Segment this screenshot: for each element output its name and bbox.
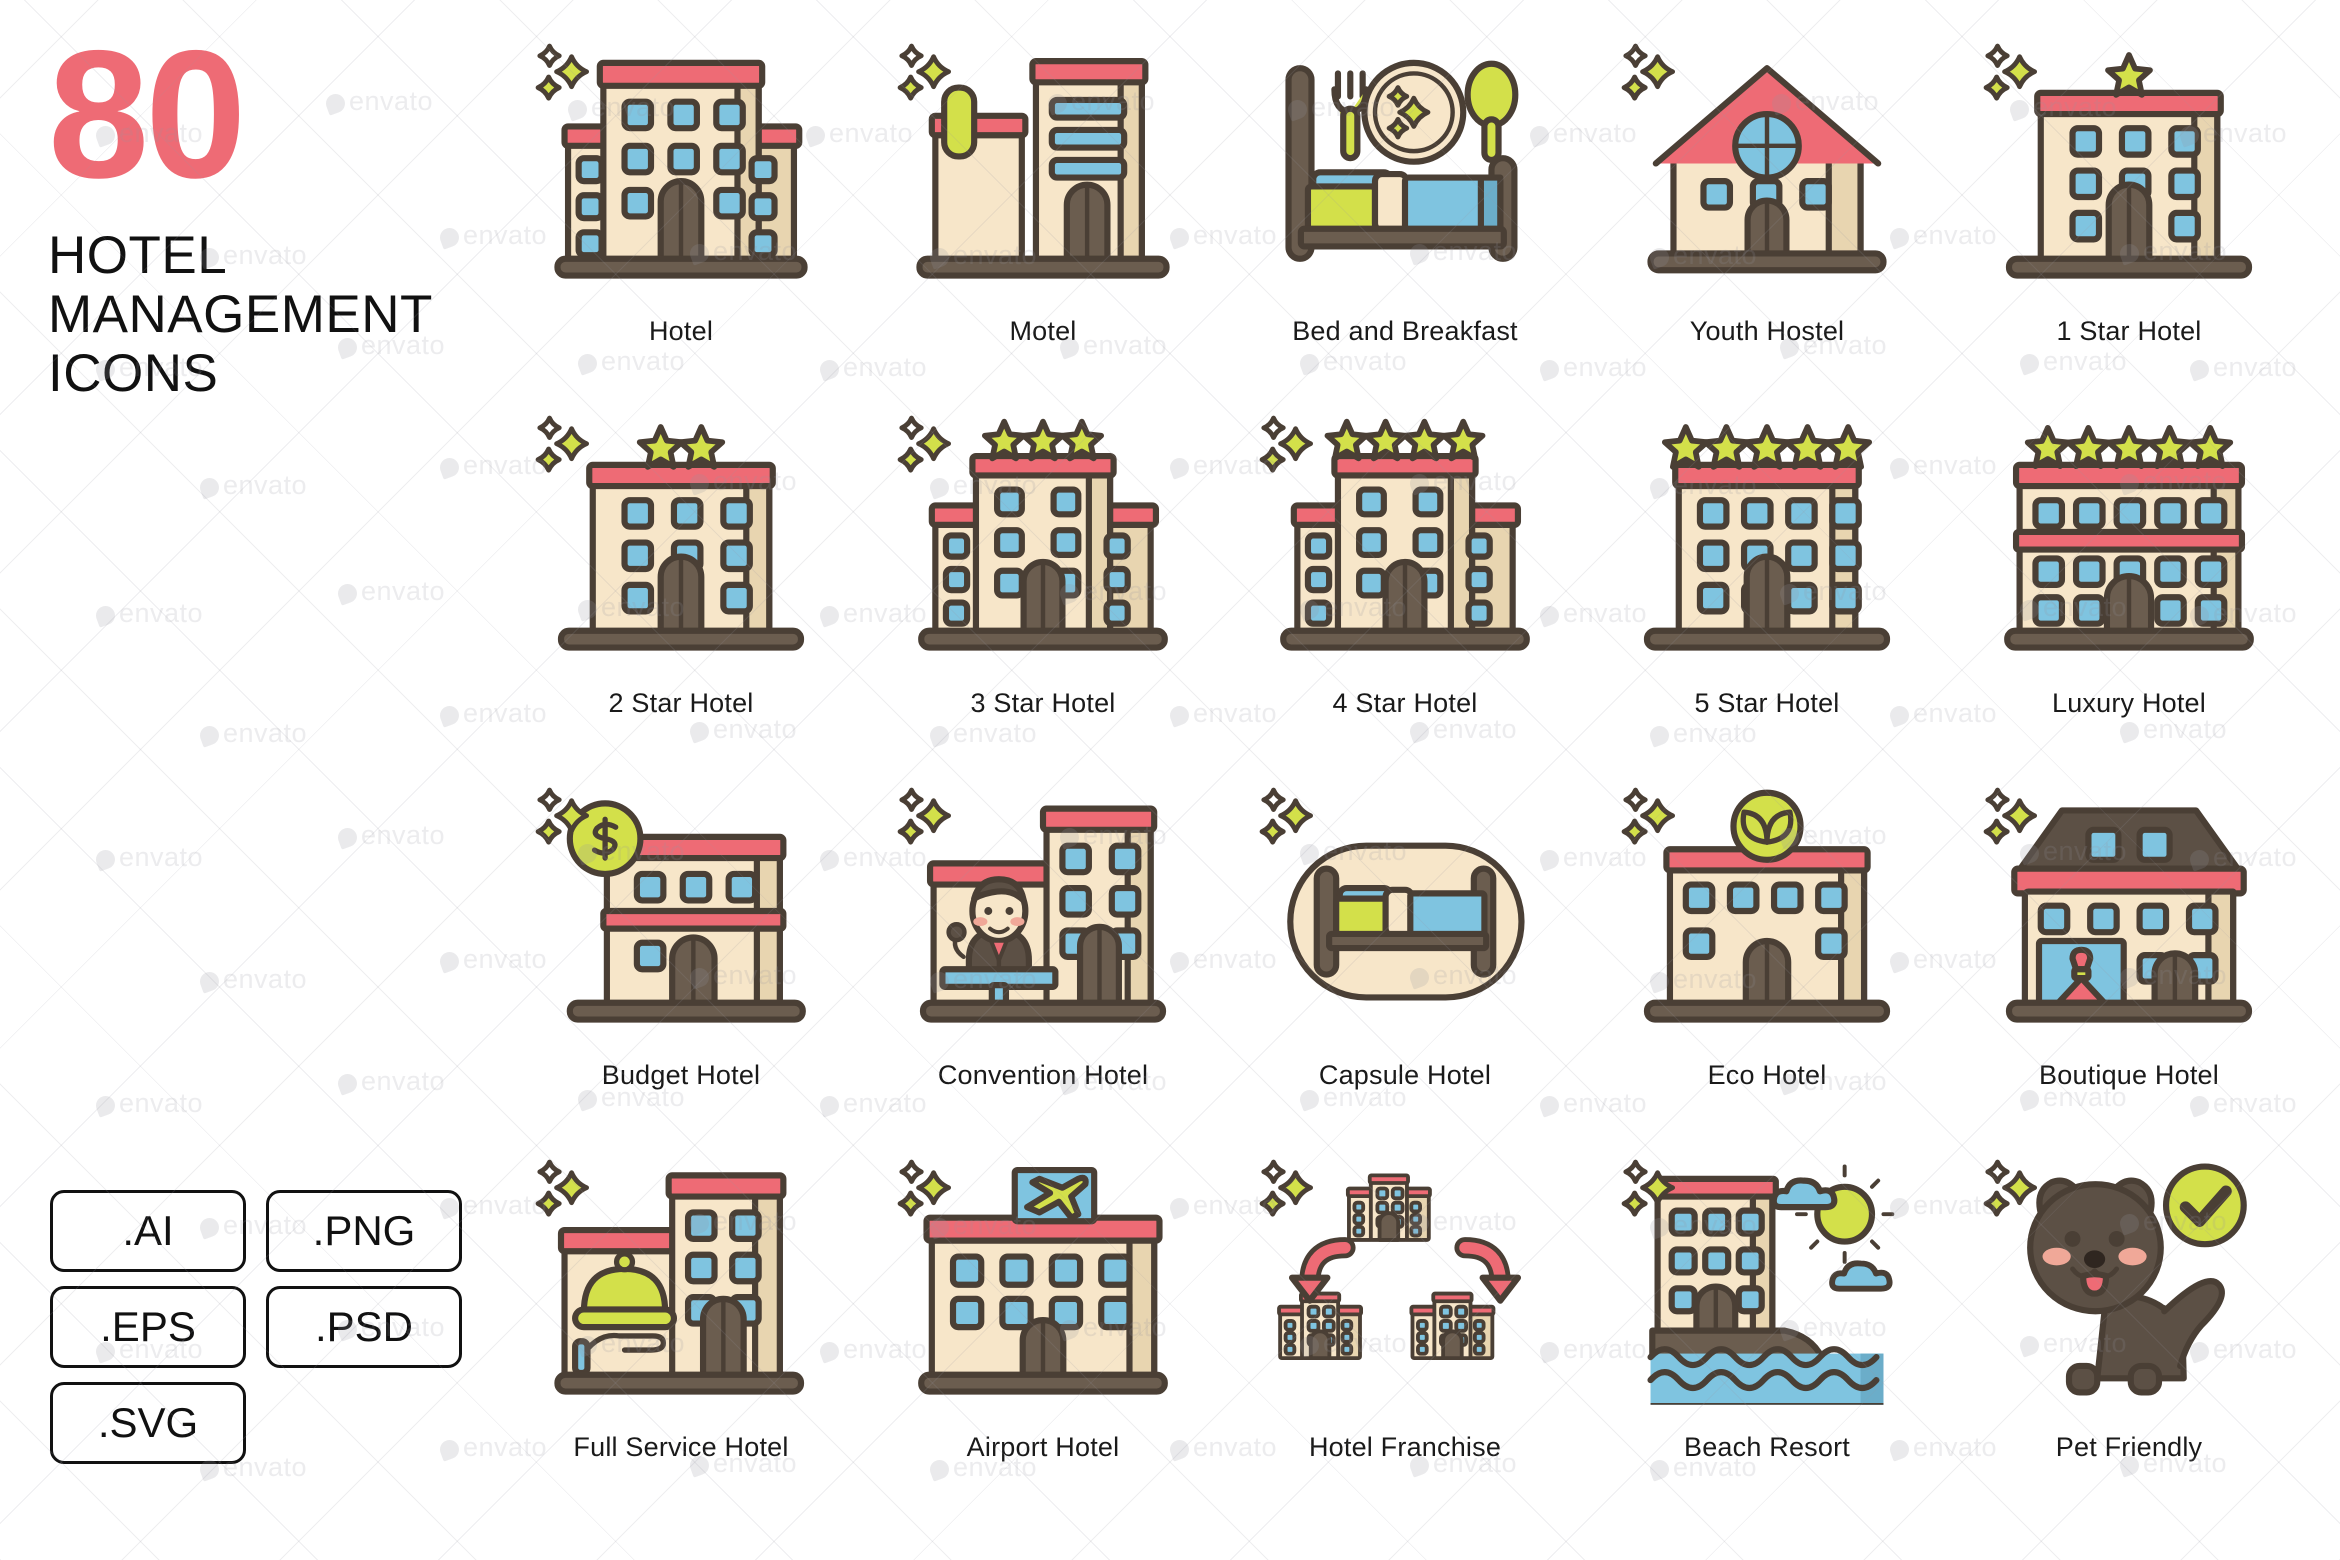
airport-icon: [893, 1138, 1193, 1428]
sparkle-icon: [535, 43, 590, 101]
icon-cell-luxury[interactable]: Luxury Hotel: [1948, 394, 2310, 766]
luxury-icon: [1979, 394, 2279, 684]
sparkle-icon: [1259, 1159, 1314, 1217]
icon-label: Motel: [1009, 316, 1077, 346]
icon-grid: Hotel Motel Bed and Breakfast Youth Hostel 1…: [500, 22, 2310, 1510]
full-service-icon: [531, 1138, 831, 1428]
icon-cell-star-3[interactable]: 3 Star Hotel: [862, 394, 1224, 766]
icon-cell-hotel[interactable]: Hotel: [500, 22, 862, 394]
sparkle-icon: [535, 1159, 590, 1217]
icon-label: Full Service Hotel: [573, 1432, 789, 1462]
icon-label: Beach Resort: [1684, 1432, 1850, 1462]
icon-cell-star-1[interactable]: 1 Star Hotel: [1948, 22, 2310, 394]
sparkle-icon: [1983, 43, 2038, 101]
star-2-icon: [531, 394, 831, 684]
capsule-icon: [1255, 766, 1555, 1056]
icon-label: Budget Hotel: [601, 1060, 761, 1090]
motel-icon: [893, 22, 1193, 312]
icon-cell-boutique[interactable]: Boutique Hotel: [1948, 766, 2310, 1138]
icon-label: Eco Hotel: [1707, 1060, 1827, 1090]
icon-cell-pet-friendly[interactable]: Pet Friendly: [1948, 1138, 2310, 1510]
format-badge-psd: .PSD: [266, 1286, 462, 1368]
hotel-icon: [531, 22, 831, 312]
icon-label: Bed and Breakfast: [1292, 316, 1518, 346]
icon-label: Hotel: [648, 316, 714, 346]
sparkle-icon: [535, 415, 590, 473]
icon-label: Boutique Hotel: [2039, 1060, 2219, 1090]
icon-cell-star-4[interactable]: 4 Star Hotel: [1224, 394, 1586, 766]
title-line-2: MANAGEMENT: [48, 285, 433, 344]
icon-label: 2 Star Hotel: [608, 688, 754, 718]
icon-label: Hotel Franchise: [1308, 1432, 1502, 1462]
icon-label: Luxury Hotel: [2052, 688, 2206, 718]
star-1-icon: [1979, 22, 2279, 312]
icon-cell-eco[interactable]: Eco Hotel: [1586, 766, 1948, 1138]
sparkle-icon: [1983, 1159, 2038, 1217]
icon-cell-franchise[interactable]: Hotel Franchise: [1224, 1138, 1586, 1510]
pet-friendly-icon: [1979, 1138, 2279, 1428]
icon-label: Pet Friendly: [2055, 1432, 2203, 1462]
boutique-icon: [1979, 766, 2279, 1056]
icon-label: Airport Hotel: [966, 1432, 1120, 1462]
icon-cell-convention[interactable]: Convention Hotel: [862, 766, 1224, 1138]
icon-label: 3 Star Hotel: [970, 688, 1116, 718]
star-4-icon: [1255, 394, 1555, 684]
icon-cell-bed-breakfast[interactable]: Bed and Breakfast: [1224, 22, 1586, 394]
file-format-badges: .AI .PNG .EPS .PSD .SVG: [50, 1190, 470, 1464]
icon-cell-beach-resort[interactable]: Beach Resort: [1586, 1138, 1948, 1510]
icon-cell-full-service[interactable]: Full Service Hotel: [500, 1138, 862, 1510]
franchise-icon: [1255, 1138, 1555, 1428]
icon-cell-youth-hostel[interactable]: Youth Hostel: [1586, 22, 1948, 394]
sparkle-icon: [1621, 43, 1676, 101]
icon-label: Youth Hostel: [1689, 316, 1845, 346]
icon-cell-capsule[interactable]: Capsule Hotel: [1224, 766, 1586, 1138]
sparkle-icon: [897, 415, 952, 473]
sparkle-icon: [1259, 415, 1314, 473]
icon-cell-star-5[interactable]: 5 Star Hotel: [1586, 394, 1948, 766]
format-badge-png: .PNG: [266, 1190, 462, 1272]
icon-label: 4 Star Hotel: [1332, 688, 1478, 718]
set-title: HOTEL MANAGEMENT ICONS: [48, 226, 478, 403]
sparkle-icon: [897, 43, 952, 101]
convention-icon: [893, 766, 1193, 1056]
sparkle-icon: [897, 1159, 952, 1217]
icon-label: 1 Star Hotel: [2056, 316, 2202, 346]
icon-label: Capsule Hotel: [1318, 1060, 1492, 1090]
sparkle-icon: [897, 787, 952, 845]
icon-cell-budget[interactable]: Budget Hotel: [500, 766, 862, 1138]
sparkle-icon: [1621, 1159, 1676, 1217]
icon-cell-motel[interactable]: Motel: [862, 22, 1224, 394]
title-line-1: HOTEL: [48, 226, 228, 285]
format-badge-svg: .SVG: [50, 1382, 246, 1464]
icon-label: Convention Hotel: [937, 1060, 1149, 1090]
sparkle-icon: [1259, 787, 1314, 845]
budget-icon: [531, 766, 831, 1056]
sparkle-icon: [1983, 787, 2038, 845]
star-5-icon: [1617, 394, 1917, 684]
format-badge-eps: .EPS: [50, 1286, 246, 1368]
format-badge-ai: .AI: [50, 1190, 246, 1272]
eco-icon: [1617, 766, 1917, 1056]
sparkle-icon: [535, 787, 590, 845]
icon-count: 80: [48, 12, 246, 216]
bed-breakfast-icon: [1255, 22, 1555, 312]
star-3-icon: [893, 394, 1193, 684]
beach-resort-icon: [1617, 1138, 1917, 1428]
youth-hostel-icon: [1617, 22, 1917, 312]
icon-label: 5 Star Hotel: [1694, 688, 1840, 718]
sparkle-icon: [1621, 787, 1676, 845]
icon-cell-airport[interactable]: Airport Hotel: [862, 1138, 1224, 1510]
title-block: 80 HOTEL MANAGEMENT ICONS: [48, 12, 478, 403]
icon-cell-star-2[interactable]: 2 Star Hotel: [500, 394, 862, 766]
title-line-3: ICONS: [48, 344, 219, 403]
